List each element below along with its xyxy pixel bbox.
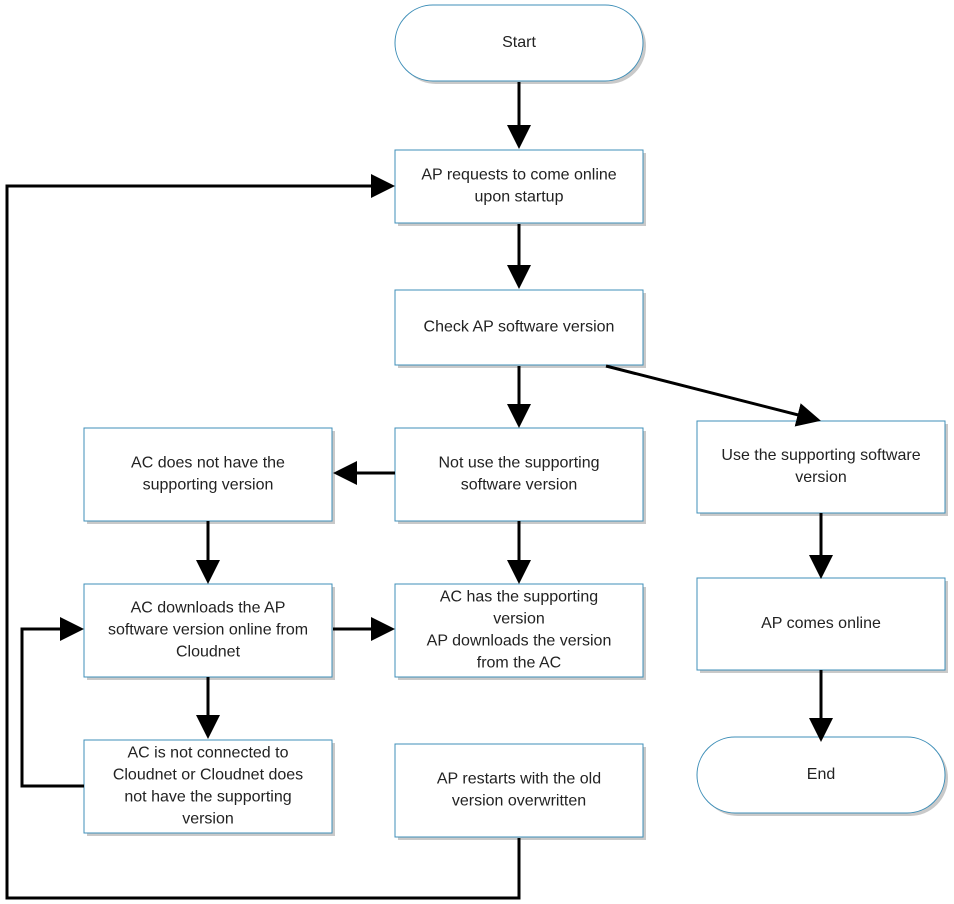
node-label-line: AP downloads the version [427, 633, 612, 650]
node-ac-not-connected: AC is not connected to Cloudnet or Cloudn… [83, 739, 335, 836]
node-ac-has: AC has the supporting version AP downloads… [394, 583, 646, 680]
node-ap-online: AP comes online [696, 577, 948, 673]
node-start: Start [394, 4, 646, 84]
node-label-line: AP requests to come online [421, 167, 616, 184]
node-label-line: from the AC [477, 655, 561, 672]
node-label-line: AC is not connected to [128, 745, 289, 762]
node-label-line: Start [502, 34, 536, 51]
process-box [394, 149, 644, 224]
node-ap-request: AP requests to come online upon startup [394, 149, 646, 226]
node-label-line: supporting version [143, 477, 274, 494]
process-box [696, 577, 946, 671]
node-label-line: version [795, 469, 847, 486]
process-box [83, 739, 333, 834]
edge-ac-not-connected-to-ac-downloads [20, 617, 84, 788]
node-label-line: upon startup [475, 189, 564, 206]
node-ap-restarts: AP restarts with the old version overwrit… [394, 743, 646, 840]
node-label-line: not have the supporting [124, 789, 291, 806]
node-check-version: Check AP software version [394, 289, 646, 368]
process-box [696, 420, 946, 514]
process-box [394, 427, 644, 522]
node-label-line: End [807, 766, 835, 783]
node-label-line: AC does not have the [131, 455, 285, 472]
node-label-line: Cloudnet or Cloudnet does [113, 767, 303, 784]
node-label-line: version [182, 811, 234, 828]
node-label-line: AC downloads the AP [131, 600, 286, 617]
terminal-shape [394, 4, 644, 82]
process-box [394, 583, 644, 678]
edge-check-version-to-use-supporting [605, 364, 821, 427]
node-end: End [696, 736, 948, 816]
node-label-line: version overwritten [452, 793, 586, 810]
process-box [394, 743, 644, 838]
node-label-line: AP restarts with the old [437, 771, 601, 788]
node-label-line: AP comes online [761, 615, 881, 632]
node-ac-downloads: AC downloads the AP software version onli… [83, 583, 335, 680]
process-box [394, 289, 644, 366]
node-label-line: software version online from [108, 622, 308, 639]
node-not-use: Not use the supporting software version [394, 427, 646, 524]
node-use-supporting: Use the supporting software version [696, 420, 948, 516]
node-label-line: Not use the supporting [439, 455, 600, 472]
node-label-line: Cloudnet [176, 644, 241, 661]
node-label-line: version [493, 611, 545, 628]
process-box [83, 583, 333, 678]
node-label-line: Check AP software version [424, 319, 615, 336]
node-label-line: AC has the supporting [440, 589, 598, 606]
node-ac-not-have: AC does not have the supporting version [83, 427, 335, 524]
process-box [83, 427, 333, 522]
node-label-line: software version [461, 477, 578, 494]
edge-ap-restarts-to-ap-request [5, 174, 521, 900]
node-label-line: Use the supporting software [721, 447, 920, 464]
